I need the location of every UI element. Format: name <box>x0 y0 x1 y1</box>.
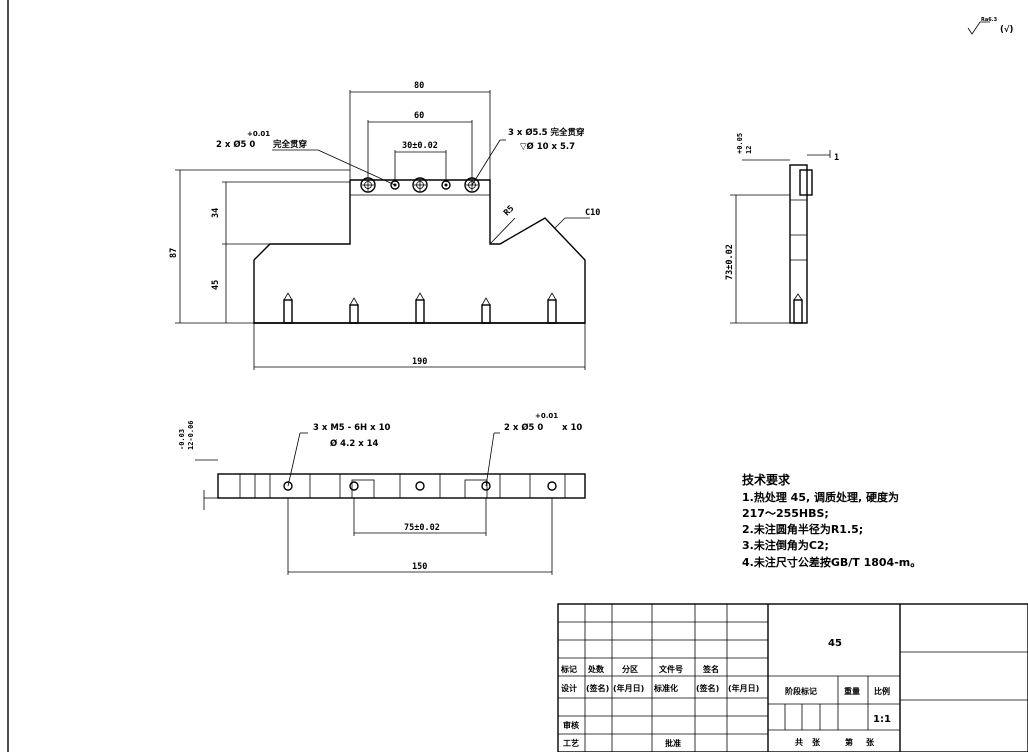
note-thread: 3 x M5 - 6H x 10 <box>313 423 390 433</box>
tech-req-title: 技术要求 <box>742 472 791 487</box>
roughness-symbol: Ra6.3 (√) <box>967 17 1014 35</box>
tech-req-item: 3.未注倒角为C2; <box>742 538 829 552</box>
note-counterbore-depth: ▽Ø 10 x 5.7 <box>520 141 575 152</box>
tb-sheet-no: 第 <box>845 737 853 747</box>
tb-cell: (年月日) <box>613 683 644 693</box>
dim-total-height: 87 <box>169 248 179 258</box>
tech-req-item: 1.热处理 45, 调质处理, 硬度为 <box>742 490 899 504</box>
note-pin-hole-tol: +0.01 <box>247 130 270 138</box>
pin-hole <box>441 180 451 190</box>
tech-req-item: 2.未注圆角半径为R1.5; <box>742 522 863 536</box>
top-view-outline <box>217 473 586 499</box>
side-dim-thickness: 12 <box>745 146 753 154</box>
tb-sheets: 张 <box>812 738 821 747</box>
tech-req-item: 4.未注尺寸公差按GB/T 1804-m。 <box>742 555 921 569</box>
dim-lower-height: 45 <box>211 280 221 290</box>
top-dim-thickness: 12-0.06 <box>187 420 195 450</box>
counterbore-hole <box>360 177 376 193</box>
note-drill: Ø 4.2 x 14 <box>330 438 379 449</box>
dim-top-inner: 60 <box>414 111 424 121</box>
tb-sheets2: 张 <box>866 738 875 747</box>
tb-ratio: 比例 <box>874 686 890 696</box>
tb-stage-mark: 阶段标记 <box>785 686 817 696</box>
tb-cell: 标准化 <box>653 683 678 693</box>
tb-approve: 批准 <box>665 738 681 748</box>
side-marker: 1 <box>834 153 839 163</box>
tb-cell: 标记 <box>560 664 577 674</box>
roughness-value: Ra6.3 <box>981 17 998 23</box>
dim-radius: R5 <box>502 204 516 218</box>
top-dim-tol: -0.03 <box>178 429 186 450</box>
dim-chamfer: C10 <box>585 208 600 218</box>
tb-cell: (年月日) <box>728 683 759 693</box>
side-dim-height: 73±0.02 <box>725 244 735 280</box>
tb-cell: 设计 <box>561 683 577 693</box>
tb-weight: 重量 <box>844 686 860 696</box>
dim-top-outer: 80 <box>414 81 424 91</box>
tb-cell: (签名) <box>586 683 609 693</box>
side-view: +0.05 12 1 73±0.02 <box>725 133 839 324</box>
note-pin-hole-through: 完全贯穿 <box>273 139 308 150</box>
dim-span: 150 <box>412 562 427 572</box>
tb-cell: 分区 <box>622 664 638 674</box>
dim-hole-pitch: 30±0.02 <box>402 141 438 151</box>
dim-width: 190 <box>412 357 427 367</box>
front-view-outline <box>253 179 586 324</box>
title-block: 45 标记 处数 分区 文件号 签名 设计 (签名) (年月日) 标准化 (签名… <box>557 603 1028 752</box>
tb-cell: (签名) <box>696 683 719 693</box>
tb-cell: 文件号 <box>659 664 683 674</box>
locating-pins <box>283 292 557 324</box>
front-view: 80 60 30±0.02 2 x Ø5 0 +0.01 完全贯穿 3 x Ø5… <box>169 81 600 370</box>
roughness-suffix: (√) <box>1000 25 1014 35</box>
note-pin-hole-top-tol: +0.01 <box>535 412 558 420</box>
tb-ratio-value: 1:1 <box>873 714 891 725</box>
note-counterbore: 3 x Ø5.5 完全贯穿 <box>508 127 585 138</box>
tech-req-item: 217～255HBS; <box>742 507 829 520</box>
tb-process: 工艺 <box>563 738 579 748</box>
tb-cell: 签名 <box>702 664 719 674</box>
counterbore-hole <box>412 177 428 193</box>
dim-pitch: 75±0.02 <box>404 523 440 533</box>
note-pin-hole: 2 x Ø5 0 <box>216 139 255 150</box>
side-dim-tol: +0.05 <box>736 133 744 154</box>
tech-requirements: 技术要求 1.热处理 45, 调质处理, 硬度为 217～255HBS; 2.未… <box>742 472 921 569</box>
tb-review: 审核 <box>563 720 579 730</box>
tb-total: 共 <box>795 737 803 747</box>
tb-material: 45 <box>828 638 842 649</box>
tb-cell: 处数 <box>587 664 605 674</box>
note-pin-hole-top-depth: x 10 <box>562 423 582 433</box>
dim-upper-height: 34 <box>211 208 221 218</box>
note-pin-hole-top: 2 x Ø5 0 <box>504 422 543 433</box>
top-view: -0.03 12-0.06 3 x M5 - 6H x 10 Ø 4.2 x 1… <box>178 412 586 575</box>
